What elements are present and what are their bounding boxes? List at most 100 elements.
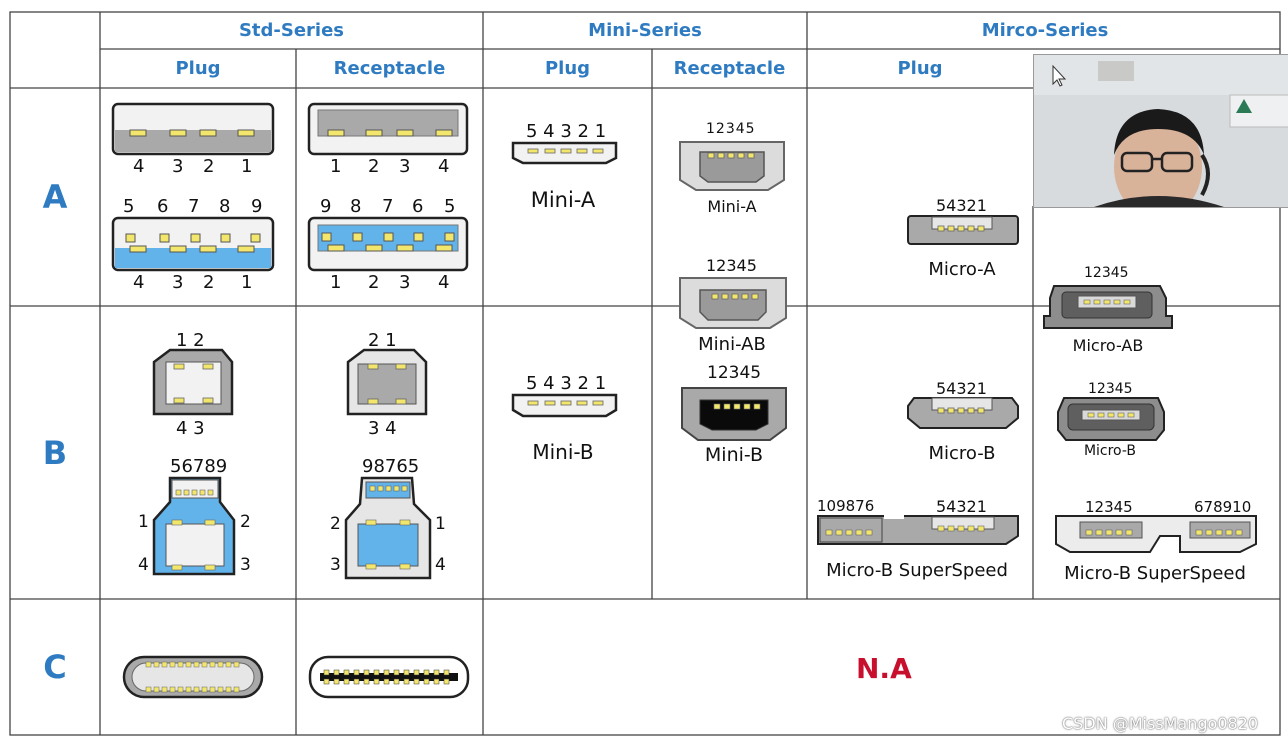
pin-label: 12345 [1088, 381, 1133, 397]
pin-label: 1 [330, 156, 342, 177]
pin-label: 1 [138, 512, 149, 532]
pin-label: 54321 [936, 379, 987, 398]
pin-label: 2 [368, 156, 380, 177]
pin-label: 1 [241, 272, 253, 293]
row-label-b: B [42, 434, 68, 472]
pin-label: 2 [330, 514, 341, 534]
pin-label: 3 [399, 156, 411, 177]
subheader-mini-plug: Plug [544, 58, 591, 79]
micro-b-superspeed-plug-icon [817, 513, 1019, 545]
pin-label: 56789 [170, 456, 228, 477]
pin-label: 4 [138, 555, 149, 575]
pin-label: 5 4 3 2 1 [526, 121, 607, 142]
pin-label: 3 4 [368, 418, 397, 439]
na-label: N.A [856, 652, 912, 685]
pin-label: 4 3 [176, 418, 205, 439]
caption-micro-a-plug: Micro-A [928, 259, 996, 280]
pin-label: 54321 [936, 196, 987, 215]
pin-label: 12345 [706, 256, 757, 275]
mini-ab-receptacle-icon [679, 277, 787, 329]
pin-label: 3 [172, 272, 184, 293]
pin-label: 12345 [707, 363, 762, 383]
micro-a-plug-icon [907, 215, 1019, 245]
std-b-plug-icon [152, 348, 234, 416]
subheader-std-plug: Plug [175, 58, 221, 79]
micro-ab-receptacle-icon [1043, 285, 1173, 329]
mini-a-receptacle-icon [679, 141, 785, 191]
pin-label: 3 [330, 555, 341, 575]
watermark: CSDN @MissMango0820 [1062, 714, 1259, 733]
std-a-superspeed-plug-icon [111, 216, 275, 272]
pin-label: 5 [444, 196, 456, 217]
mini-b-receptacle-icon [681, 387, 787, 441]
subheader-std-receptacle: Receptacle [333, 58, 446, 79]
pin-label: 1 [435, 514, 446, 534]
pin-label: 98765 [362, 456, 420, 477]
micro-b-superspeed-receptacle-icon [1055, 515, 1257, 553]
usb-c-receptacle-icon [308, 655, 470, 699]
pin-label: 6 [157, 196, 169, 217]
std-a-superspeed-receptacle-icon [307, 216, 469, 272]
usb-c-plug-icon [122, 655, 264, 699]
pin-label: 12345 [1084, 265, 1129, 281]
std-b-superspeed-receptacle-icon [344, 476, 432, 580]
caption-micro-b-superspeed-plug: Micro-B SuperSpeed [826, 560, 1008, 581]
pin-label: 2 [368, 272, 380, 293]
pin-label: 4 [438, 272, 450, 293]
caption-mini-b-plug: Mini-B [532, 440, 594, 464]
pin-label: 6 [412, 196, 424, 217]
pin-label: 1 [330, 272, 342, 293]
header-micro-series: Mirco-Series [981, 20, 1109, 41]
caption-mini-b-receptacle: Mini-B [704, 444, 764, 466]
pin-label: 1 [241, 156, 253, 177]
pin-label: 3 [399, 272, 411, 293]
caption-micro-b-receptacle: Micro-B [1083, 443, 1137, 459]
pin-label: 5 [123, 196, 135, 217]
pin-label: 2 [203, 156, 215, 177]
pin-label: 9 [320, 196, 332, 217]
std-a-receptacle-icon [307, 102, 469, 156]
caption-micro-ab-receptacle: Micro-AB [1072, 336, 1144, 355]
pin-label: 4 [133, 272, 145, 293]
pin-label: 5 4 3 2 1 [526, 373, 607, 394]
pin-label: 4 [435, 555, 446, 575]
subheader-micro-plug: Plug [897, 58, 943, 79]
caption-micro-b-superspeed-receptacle: Micro-B SuperSpeed [1064, 563, 1246, 584]
pin-label: 2 [240, 512, 251, 532]
pin-label: 9 [251, 196, 263, 217]
pin-label: 2 [203, 272, 215, 293]
webcam-scene [1034, 55, 1288, 207]
micro-b-receptacle-icon [1057, 397, 1165, 441]
webcam-video-overlay [1033, 54, 1288, 208]
pin-label: 8 [350, 196, 362, 217]
mini-a-plug-icon [511, 141, 618, 165]
pin-label: 12345 [1085, 498, 1133, 516]
pin-label: 3 [172, 156, 184, 177]
pin-label: 54321 [936, 497, 987, 516]
micro-b-plug-icon [907, 397, 1019, 429]
caption-mini-ab-receptacle: Mini-AB [698, 334, 766, 355]
pin-label: 3 [240, 555, 251, 575]
mini-b-plug-icon [511, 393, 618, 418]
pin-label: 109876 [817, 497, 875, 515]
caption-mini-a-receptacle: Mini-A [707, 197, 757, 216]
subheader-mini-receptacle: Receptacle [673, 58, 786, 79]
pin-label: 4 [133, 156, 145, 177]
pin-label: 8 [219, 196, 231, 217]
pin-label: 7 [382, 196, 394, 217]
std-b-receptacle-icon [346, 348, 428, 416]
std-a-plug-icon [111, 102, 275, 156]
caption-mini-a-plug: Mini-A [530, 188, 596, 212]
pin-label: 1 2 [176, 330, 205, 351]
pin-label: 2 1 [368, 330, 397, 351]
row-label-a: A [42, 178, 68, 216]
pin-label: 678910 [1194, 498, 1252, 516]
pin-label: 4 [438, 156, 450, 177]
row-label-c: C [43, 648, 67, 686]
caption-micro-b-plug: Micro-B [928, 443, 996, 464]
pin-label: 7 [188, 196, 200, 217]
header-std-series: Std-Series [238, 20, 345, 41]
std-b-superspeed-plug-icon [152, 476, 236, 576]
